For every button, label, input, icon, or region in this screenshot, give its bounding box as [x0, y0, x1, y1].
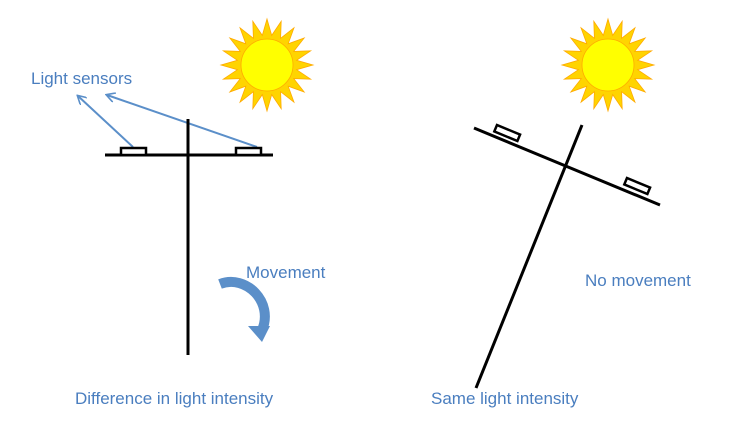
light-sensors-label: Light sensors: [31, 69, 132, 88]
curved-arrow-icon: [218, 277, 270, 342]
right-crossbar: [473, 126, 661, 207]
right-sun-icon: [560, 17, 656, 113]
movement-label: Movement: [246, 263, 326, 282]
same-intensity-label: Same light intensity: [431, 389, 579, 408]
sensor-pointer-arrow-left: [78, 96, 134, 148]
left-sun-icon: [219, 17, 315, 113]
right-light-sensor-1: [492, 123, 522, 143]
left-light-sensor-2: [234, 146, 263, 157]
sun-core: [581, 38, 635, 92]
right-pole: [474, 124, 584, 389]
right-light-sensor-2: [622, 176, 652, 196]
sensor-pointer-arrow-right: [107, 95, 258, 148]
difference-label: Difference in light intensity: [75, 389, 274, 408]
no-movement-label: No movement: [585, 271, 691, 290]
left-light-sensor-1: [119, 146, 148, 157]
sun-core: [240, 38, 294, 92]
